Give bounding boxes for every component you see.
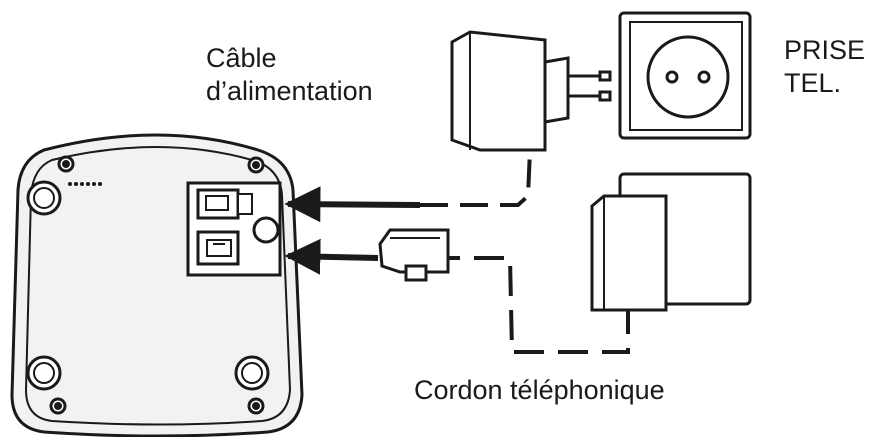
phone-cord-label: Cordon téléphonique — [414, 375, 665, 405]
rubber-foot — [26, 180, 62, 216]
screw — [49, 397, 67, 415]
phone-cord — [430, 256, 630, 354]
rj11-plug-icon — [378, 228, 450, 282]
vent-holes — [68, 182, 102, 186]
wall-socket-label: PRISE TEL. — [784, 34, 865, 100]
wall-socket-icon — [618, 11, 752, 140]
cable-clip — [252, 216, 280, 244]
screw — [247, 156, 265, 174]
rubber-foot — [234, 355, 270, 391]
power-cable-label-line2: d’alimentation — [206, 76, 373, 106]
phone-arrow — [284, 238, 379, 275]
screw — [247, 397, 265, 415]
telephone-wall-jack-icon — [590, 172, 752, 312]
power-arrow — [284, 186, 421, 223]
power-cable-label-line1: Câble — [206, 43, 277, 73]
power-cable-label: Câble d’alimentation — [206, 42, 373, 108]
wall-socket-label-line1: PRISE — [784, 35, 866, 65]
screw — [57, 155, 75, 173]
wall-socket-label-line2: TEL. — [784, 68, 842, 98]
power-jack-icon — [196, 188, 253, 220]
phone-jack-icon — [196, 230, 240, 266]
rubber-foot — [26, 355, 62, 391]
base-station-underside — [10, 133, 304, 437]
power-adapter-icon — [450, 30, 612, 152]
power-cable — [420, 149, 532, 207]
